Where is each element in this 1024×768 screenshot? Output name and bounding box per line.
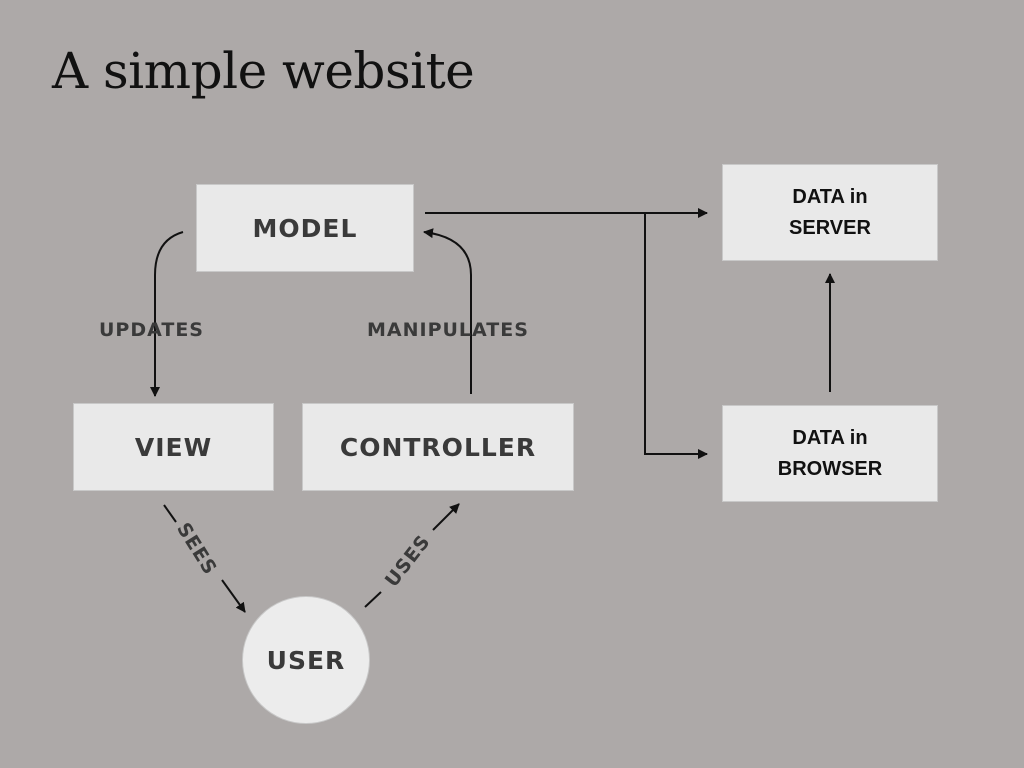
slide-title: A simple website: [52, 42, 475, 100]
data-server-line2: SERVER: [789, 216, 871, 239]
data-server-node: DATA in SERVER: [722, 164, 938, 261]
model-to-browser-arrow: [644, 213, 708, 459]
model-node: MODEL: [196, 184, 414, 272]
view-node: VIEW: [73, 403, 274, 491]
controller-label: CONTROLLER: [339, 432, 537, 462]
user-label: USER: [266, 645, 346, 675]
manipulates-label: MANIPULATES: [367, 319, 529, 341]
manipulates-arrow: [423, 228, 472, 394]
data-browser-line2: BROWSER: [777, 457, 883, 480]
data-browser-node: DATA in BROWSER: [722, 405, 938, 502]
updates-arrow: [150, 231, 184, 397]
model-label: MODEL: [252, 213, 358, 243]
uses-arrow: [432, 503, 460, 531]
data-browser-line1: DATA in: [792, 426, 868, 449]
user-node: USER: [242, 596, 370, 724]
controller-node: CONTROLLER: [302, 403, 574, 491]
data-server-line1: DATA in: [792, 185, 868, 208]
view-label: VIEW: [134, 432, 213, 462]
updates-label: UPDATES: [99, 319, 204, 341]
uses-arrow-tail: [364, 591, 382, 608]
sees-arrow-tail: [163, 504, 177, 523]
sees-arrow: [221, 579, 246, 613]
